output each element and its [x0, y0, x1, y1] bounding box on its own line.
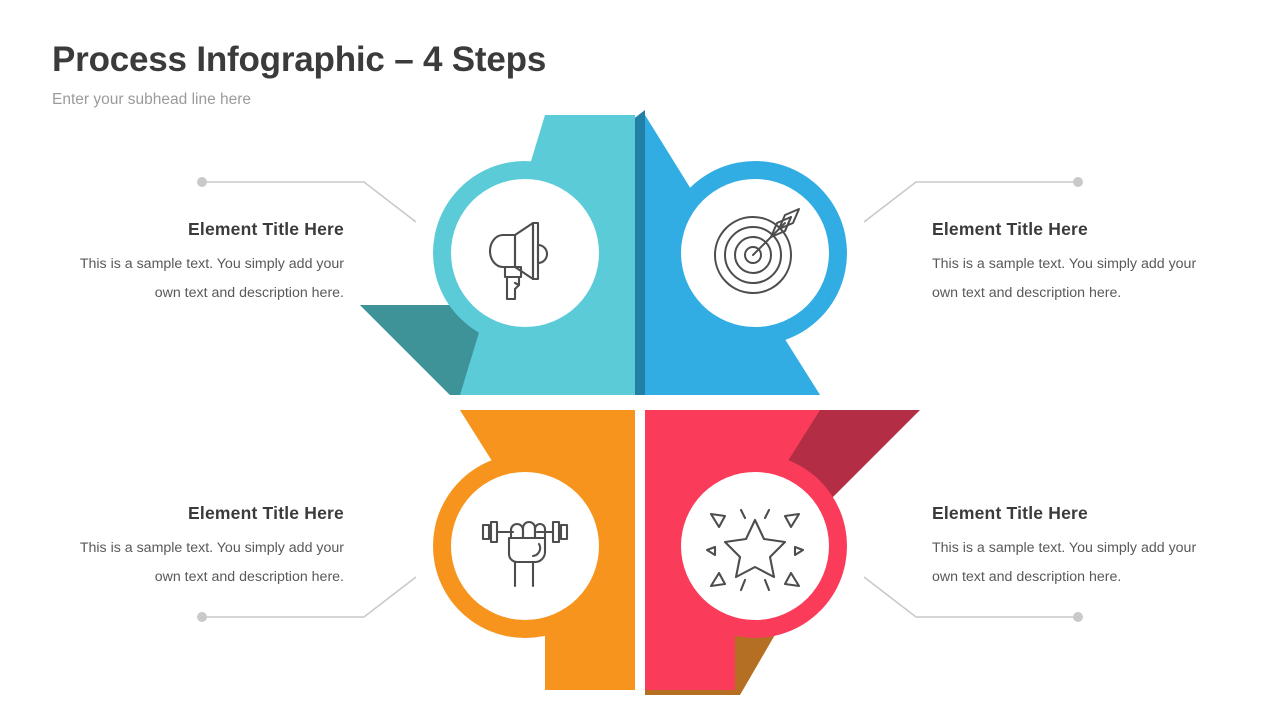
- step-description-bottom-right: This is a sample text. You simply add yo…: [932, 540, 1197, 585]
- connector-dot-bottom-right: [1073, 612, 1083, 622]
- step-description-bottom-left: This is a sample text. You simply add yo…: [79, 540, 344, 585]
- page-subhead: Enter your subhead line here: [52, 91, 252, 108]
- connector-dot-top-right: [1073, 177, 1083, 187]
- connector-dot-top-left: [197, 177, 207, 187]
- step-title-bottom-right: Element Title Here: [932, 503, 1088, 523]
- step-title-top-right: Element Title Here: [932, 219, 1088, 239]
- pinwheel-svg: [360, 110, 920, 695]
- step-title-top-left: Element Title Here: [188, 219, 344, 239]
- target-arrow-icon: [714, 208, 800, 294]
- header: Process Infographic – 4 Steps Enter your…: [52, 38, 852, 110]
- disc-bottom-left: [451, 472, 599, 620]
- step-text-top-right: Element Title Here This is a sample text…: [932, 218, 1222, 308]
- step-title-bottom-left: Element Title Here: [188, 503, 344, 523]
- step-text-bottom-right: Element Title Here This is a sample text…: [932, 502, 1222, 592]
- star-burst-icon: [705, 508, 805, 592]
- pinwheel-graphic: [340, 110, 940, 695]
- page-title: Process Infographic – 4 Steps: [52, 40, 547, 79]
- megaphone-icon: [488, 221, 549, 301]
- step-description-top-left: This is a sample text. You simply add yo…: [79, 256, 344, 301]
- step-description-top-right: This is a sample text. You simply add yo…: [932, 256, 1197, 301]
- connector-dot-bottom-left: [197, 612, 207, 622]
- hand-dumbbell-icon: [481, 520, 569, 588]
- disc-top-left: [451, 179, 599, 327]
- step-text-top-left: Element Title Here This is a sample text…: [54, 218, 344, 308]
- step-text-bottom-left: Element Title Here This is a sample text…: [54, 502, 344, 592]
- disc-bottom-right: [681, 472, 829, 620]
